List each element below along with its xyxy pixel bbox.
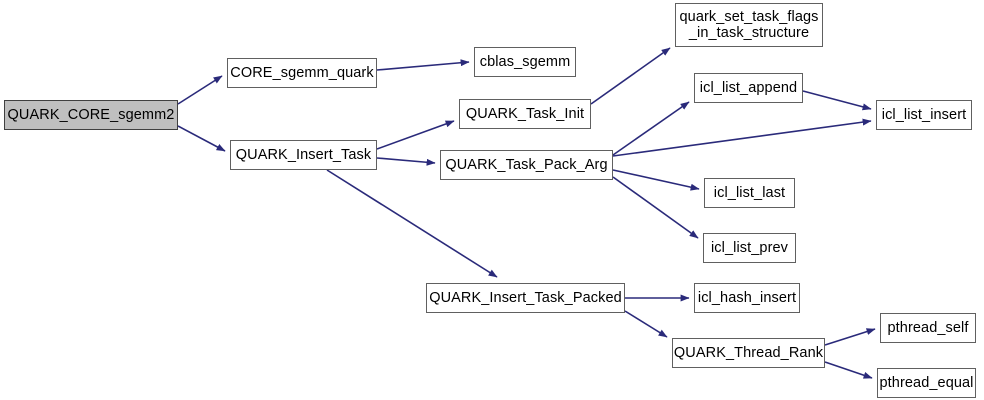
node-label: quark_set_task_flags _in_task_structure — [679, 8, 819, 41]
node-label: cblas_sgemm — [479, 53, 571, 70]
node-quark_set_task_flags[interactable]: quark_set_task_flags _in_task_structure — [675, 3, 823, 47]
edge-quark_task_pack_arg-to-icl_list_prev — [612, 176, 699, 239]
edge-quark_core_sgemm2-to-core_sgemm_quark — [177, 75, 223, 105]
edge-quark_thread_rank-to-pthread_equal — [824, 361, 873, 379]
edge-icl_list_append-to-icl_list_insert — [802, 90, 872, 111]
edge-core_sgemm_quark-to-cblas_sgemm — [376, 59, 470, 71]
edge-quark_task_init-to-quark_set_task_flags — [590, 47, 671, 105]
node-label: icl_list_last — [713, 184, 786, 201]
node-label: QUARK_Insert_Task_Packed — [429, 289, 622, 306]
node-label: pthread_equal — [879, 374, 974, 391]
node-quark_task_init[interactable]: QUARK_Task_Init — [459, 99, 591, 129]
node-quark_task_pack_arg[interactable]: QUARK_Task_Pack_Arg — [440, 150, 613, 180]
node-label: icl_list_prev — [710, 239, 789, 256]
edge-quark_insert_task-to-quark_task_init — [376, 120, 455, 150]
node-quark_core_sgemm2[interactable]: QUARK_CORE_sgemm2 — [4, 100, 178, 130]
node-quark_insert_task_packed[interactable]: QUARK_Insert_Task_Packed — [426, 283, 625, 313]
edge-quark_insert_task-to-quark_insert_task_packed — [326, 169, 498, 278]
node-label: QUARK_Thread_Rank — [673, 344, 824, 361]
node-label: icl_list_insert — [881, 106, 967, 123]
edge-quark_core_sgemm2-to-quark_insert_task — [177, 125, 226, 152]
node-core_sgemm_quark[interactable]: CORE_sgemm_quark — [227, 58, 377, 88]
edge-quark_insert_task_packed-to-quark_thread_rank — [624, 310, 668, 338]
node-label: QUARK_Task_Init — [465, 105, 585, 122]
node-label: QUARK_Task_Pack_Arg — [445, 156, 608, 173]
node-pthread_equal[interactable]: pthread_equal — [877, 368, 976, 398]
node-icl_list_last[interactable]: icl_list_last — [704, 178, 795, 208]
node-icl_hash_insert[interactable]: icl_hash_insert — [694, 283, 800, 313]
node-icl_list_insert[interactable]: icl_list_insert — [876, 100, 972, 130]
node-label: CORE_sgemm_quark — [230, 64, 374, 81]
node-label: pthread_self — [887, 319, 969, 336]
edge-quark_thread_rank-to-pthread_self — [824, 328, 876, 346]
node-label: icl_list_append — [699, 79, 798, 96]
node-cblas_sgemm[interactable]: cblas_sgemm — [474, 47, 576, 77]
node-label: QUARK_CORE_sgemm2 — [7, 106, 175, 123]
node-pthread_self[interactable]: pthread_self — [880, 313, 976, 343]
edge-quark_task_pack_arg-to-icl_list_append — [612, 101, 690, 156]
edge-quark_task_pack_arg-to-icl_list_insert — [612, 118, 872, 157]
node-quark_insert_task[interactable]: QUARK_Insert_Task — [230, 140, 377, 170]
node-icl_list_prev[interactable]: icl_list_prev — [703, 233, 796, 263]
edge-quark_insert_task-to-quark_task_pack_arg — [376, 157, 436, 166]
edge-quark_task_pack_arg-to-icl_list_last — [612, 169, 700, 191]
node-label: icl_hash_insert — [697, 289, 797, 306]
node-label: QUARK_Insert_Task — [235, 146, 372, 163]
node-quark_thread_rank[interactable]: QUARK_Thread_Rank — [672, 338, 825, 368]
node-icl_list_append[interactable]: icl_list_append — [694, 73, 803, 103]
